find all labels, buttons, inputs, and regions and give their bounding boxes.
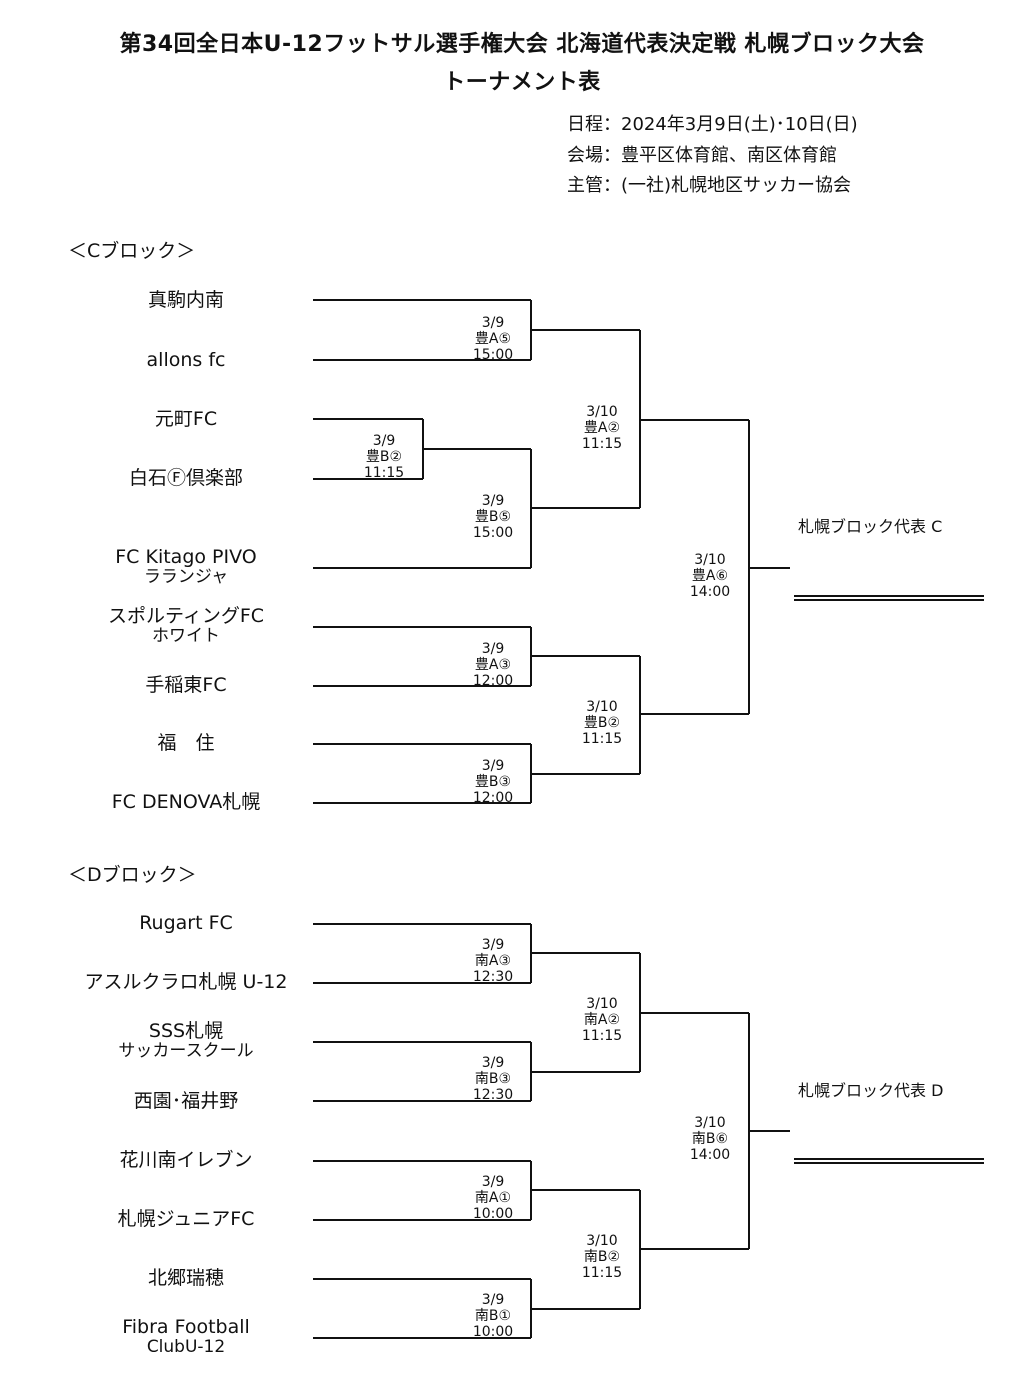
- venue-text: 会場：豊平区体育館、南区体育館: [567, 145, 837, 166]
- block-d-label: ＜Dブロック＞: [68, 864, 197, 886]
- team-d5: 花川南イレブン: [119, 1149, 253, 1171]
- team-c8: 福 住: [157, 732, 215, 754]
- page-subtitle: トーナメント表: [443, 70, 601, 95]
- block-d-lines: [313, 923, 984, 1339]
- team-d3: SSS札幌サッカースクール: [118, 1020, 254, 1061]
- team-d7: 北郷瑞穂: [147, 1267, 224, 1289]
- team-d1: Rugart FC: [139, 912, 233, 934]
- team-c1: 真駒内南: [147, 289, 224, 311]
- organizer-text: 主管：(一社)札幌地区サッカー協会: [567, 175, 852, 196]
- representative-d: 札幌ブロック代表 D: [798, 1081, 944, 1100]
- team-c3: 元町FC: [154, 408, 218, 430]
- representative-c: 札幌ブロック代表 C: [798, 517, 943, 536]
- team-d6: 札幌ジュニアFC: [117, 1208, 255, 1230]
- team-d2: アスルクラロ札幌 U-12: [84, 971, 288, 993]
- team-c9: FC DENOVA札幌: [111, 791, 261, 813]
- block-c-lines: [313, 299, 984, 804]
- team-c7: 手稲東FC: [145, 674, 227, 696]
- page-title: 第34回全日本U-12フットサル選手権大会 北海道代表決定戦 札幌ブロック大会: [119, 32, 925, 57]
- block-c-label: ＜Cブロック＞: [68, 240, 196, 262]
- team-c2: allons fc: [146, 349, 226, 371]
- schedule-text: 日程：2024年3月9日(土)･10日(日): [567, 114, 858, 135]
- team-c4: 白石Ⓕ倶楽部: [128, 467, 243, 489]
- team-d4: 西園･福井野: [133, 1090, 239, 1112]
